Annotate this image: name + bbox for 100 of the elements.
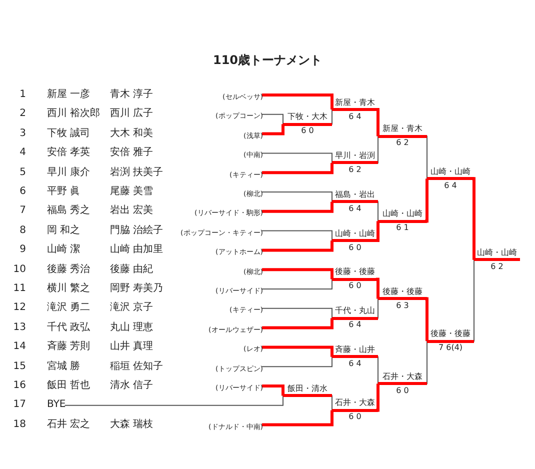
match-score: 6 2: [348, 164, 362, 175]
bracket-line: [262, 346, 334, 357]
player-name: 飯田 哲也: [47, 380, 90, 392]
winner-names: 新屋・青木: [382, 124, 424, 134]
bracket-line: [262, 356, 332, 368]
bracket-line: [424, 340, 428, 384]
bracket-line: [262, 162, 334, 174]
winner-names: 後藤・後藤: [430, 329, 472, 340]
bracket-line: [262, 192, 332, 202]
match-score: 6 0: [348, 412, 362, 422]
match-score: 6 4: [348, 358, 362, 369]
bracket-line: [262, 410, 334, 426]
winner-names: 早川・岩渕: [334, 150, 376, 161]
player-name: 大木 和美: [110, 128, 154, 140]
bracket-line: [376, 298, 378, 319]
winner-names: 後藤・後藤: [334, 267, 376, 278]
match-score: 6 3: [395, 300, 410, 311]
player-name: 平野 眞: [47, 186, 80, 198]
match-score: 7 6(4): [437, 343, 464, 354]
player-name: 岩出 宏美: [110, 205, 154, 218]
seed-number: 16: [13, 380, 26, 392]
player-name: 西川 裕次郎: [47, 108, 100, 120]
bracket-line: [64, 395, 284, 406]
match-score: 6 4: [348, 112, 362, 122]
player-name: 山井 真理: [110, 341, 154, 354]
player-name: 斉藤 芳則: [47, 341, 90, 354]
player-name: 青木 淳子: [110, 89, 154, 101]
winner-names: 後藤・後藤: [382, 286, 424, 297]
match-score: 6 1: [395, 223, 410, 234]
player-name: 山崎 由加里: [110, 244, 164, 256]
match-score: 6 2: [490, 262, 504, 272]
player-name: 滝沢 京子: [110, 302, 154, 314]
player-name: 安倍 雅子: [110, 147, 154, 160]
player-name: 後藤 由紀: [110, 264, 154, 276]
title: 110歳トーナメント: [212, 52, 324, 69]
player-name: 下牧 誠司: [47, 128, 90, 140]
bracket-line: [376, 384, 380, 412]
match-score: 6 0: [300, 126, 315, 136]
player-name: 石井 宏之: [47, 418, 90, 431]
bracket-line: [376, 278, 380, 299]
bracket-line: [376, 136, 378, 164]
seed-number: 11: [13, 283, 26, 295]
winner-names: 飯田・清水: [286, 384, 328, 394]
bracket-line: [262, 240, 334, 252]
winner-names: 千代・丸山: [334, 306, 376, 316]
winner-names: 山崎・山崎: [334, 228, 376, 238]
player-name: 門脇 治絵子: [110, 224, 164, 237]
bracket-line: [425, 178, 428, 223]
bracket-line: [262, 384, 284, 396]
player-name: 横川 繁之: [47, 283, 90, 295]
bracket-line: [262, 202, 334, 213]
bracket-line: [424, 136, 428, 180]
winner-names: 下牧・大木: [286, 112, 328, 122]
player-name: 滝沢 勇二: [47, 302, 90, 314]
seed-number: 4: [20, 147, 26, 160]
player-name: 西川 広子: [110, 108, 154, 120]
seed-number: 14: [13, 341, 26, 354]
player-name: 岩渕 扶美子: [110, 166, 164, 179]
player-name: 尾藤 美雪: [110, 186, 154, 198]
match-score: 6 0: [348, 242, 362, 252]
player-name: 安倍 孝英: [47, 147, 90, 160]
bracket-line: [262, 278, 332, 290]
player-name: 岡 和之: [47, 224, 80, 237]
seed-number: 8: [20, 224, 26, 237]
bracket-line: [472, 177, 476, 260]
bracket-line: [262, 308, 332, 319]
winner-names: 石井・大森: [382, 372, 424, 382]
bracket-line: [376, 108, 380, 136]
bracket-line: [376, 221, 380, 242]
winner-names: 山崎・山崎: [476, 248, 518, 258]
bracket-line: [376, 201, 378, 222]
bracket-line: [262, 94, 334, 110]
winner-names: 山崎・山崎: [382, 209, 424, 220]
bracket-line: [262, 318, 334, 330]
seed-number: 12: [13, 302, 26, 314]
seed-number: 18: [13, 418, 26, 431]
seed-number: 3: [20, 128, 26, 140]
match-score: 6 0: [348, 281, 362, 292]
bracket-line: [262, 268, 334, 280]
seed-number: 13: [13, 322, 26, 334]
bracket-line: [330, 109, 332, 125]
bracket-line: [262, 152, 332, 164]
player-name: 岡野 寿美乃: [110, 283, 164, 295]
player-name: 丸山 理恵: [110, 322, 154, 334]
bracket-line: [330, 395, 332, 411]
bracket-line: [376, 356, 378, 384]
seed-number: 6: [20, 186, 26, 198]
player-name: 清水 信子: [110, 380, 154, 392]
player-name: 山崎 潔: [47, 244, 80, 256]
bracket-line: [425, 297, 428, 342]
bracket-line: [472, 259, 474, 342]
seed-number: 7: [20, 205, 26, 218]
player-name: 福島 秀之: [47, 205, 90, 218]
seed-number: 9: [20, 244, 26, 256]
player-name: 新屋 一彦: [47, 89, 90, 101]
seed-number: 15: [13, 360, 26, 373]
match-score: 6 0: [395, 386, 410, 396]
player-name: 後藤 秀治: [47, 264, 90, 276]
match-score: 6 4: [348, 204, 362, 214]
winner-names: 山崎・山崎: [430, 166, 472, 177]
